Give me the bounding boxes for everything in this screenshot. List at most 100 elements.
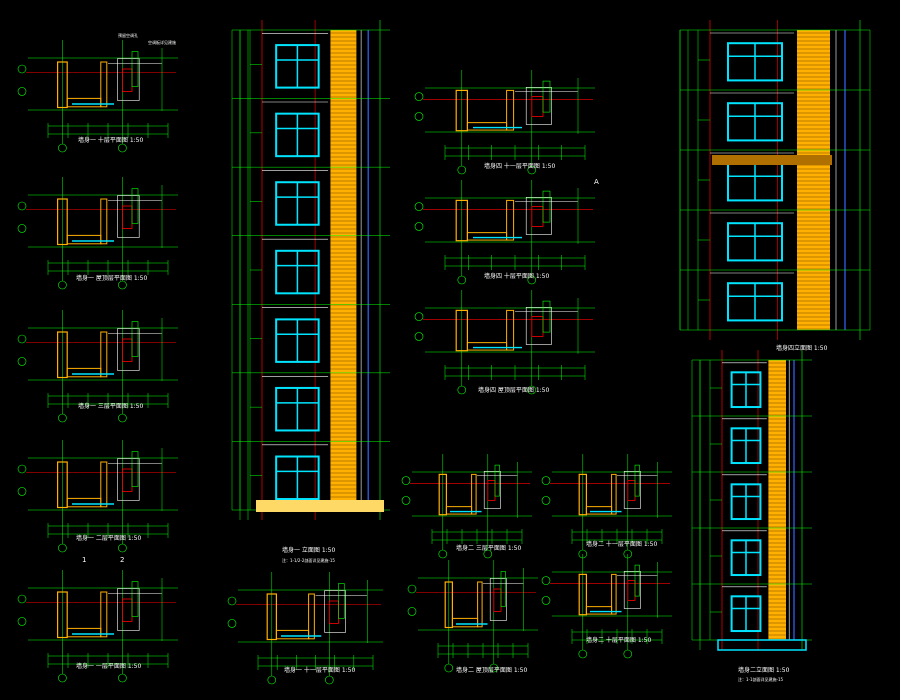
plan-center-5-wall-bottom	[585, 506, 613, 515]
plan-center-4-wall-left	[438, 473, 448, 516]
plan-bottom-mid-room	[324, 590, 346, 633]
plan-center-4-room	[483, 470, 501, 509]
plan-center-1-bubble-2	[414, 112, 424, 121]
plan-left-2-bubble-4	[118, 280, 127, 290]
plan-left-3-shaft	[131, 321, 139, 357]
plan-center-6-bubble-4	[489, 663, 499, 673]
plan-center-2-wall-left	[455, 199, 469, 242]
plan-left-3-bubble-4	[118, 413, 127, 423]
plan-bottom-mid-bubble-3	[267, 675, 277, 685]
plan-left-1-bubble-3	[58, 143, 67, 153]
plan-center-1-bubble-3	[457, 165, 467, 175]
plan-left-5-shaft	[131, 581, 139, 617]
plan-center-1-bubble-4	[527, 165, 537, 175]
plan-center-5-wall-left	[578, 473, 588, 516]
plan-center-2-room	[525, 197, 552, 235]
plan-center-6-bubble-1	[407, 584, 417, 594]
plan-left-5-bubble-3	[58, 673, 67, 683]
plan-left-1-wall-mid	[100, 61, 108, 108]
plan-center-5-bubble-1	[541, 476, 551, 485]
plan-bottom-mid-shaft	[338, 583, 345, 619]
plan-left-5-wall-bottom	[66, 627, 102, 638]
plan-left-5-wall-mid	[100, 591, 108, 638]
plan-left-1-shaft	[131, 51, 139, 87]
plan-left-2-bubble-1	[17, 201, 27, 211]
plan-center-1-bubble-1	[414, 92, 424, 101]
plan-left-1-room	[117, 58, 140, 101]
plan-left-1-bubble-4	[118, 143, 127, 153]
plan-bottom-mid-wall-left	[266, 593, 278, 641]
plan-left-2-bubble-2	[17, 224, 27, 233]
plan-center-6-wall-left	[444, 581, 454, 629]
plan-left-4-bubble-3	[58, 543, 67, 553]
plan-left-4-shaft	[131, 451, 139, 487]
elevation-mid-left-orange-column	[330, 30, 357, 510]
plan-center-7-bubble-4	[623, 649, 633, 659]
plan-center-7-wall-mid	[611, 573, 617, 615]
plan-center-2-wall-bottom	[466, 232, 508, 241]
plan-left-1-bubble-1	[17, 64, 27, 74]
plan-center-2-bubble-3	[457, 275, 467, 285]
plan-center-1-wall-left	[455, 89, 469, 132]
elevation-right-bottom-orange-column	[768, 360, 786, 640]
plan-center-4-wall-bottom	[445, 506, 473, 515]
plan-center-1-wall-mid	[506, 89, 515, 131]
plan-left-1-wall-left	[56, 61, 68, 109]
plan-left-4-room	[117, 458, 140, 501]
plan-left-2-room	[117, 195, 140, 238]
plan-left-3-room	[117, 328, 140, 371]
plan-center-3-bubble-3	[457, 385, 467, 395]
plan-center-3-wall-mid	[506, 309, 515, 351]
plan-left-4-bubble-1	[17, 464, 27, 474]
plan-center-6-shaft	[500, 571, 506, 607]
plan-left-4-wall-left	[56, 461, 68, 509]
plan-center-5-shaft	[634, 464, 640, 497]
plan-left-3-wall-mid	[100, 331, 108, 378]
plan-center-1-shaft	[542, 80, 551, 113]
plan-center-7-bubble-2	[541, 596, 551, 605]
plan-bottom-mid-bubble-2	[227, 619, 237, 628]
elevation-mid-left-base	[256, 500, 384, 512]
plan-bottom-mid-wall-bottom	[275, 629, 310, 640]
plan-center-4-shaft	[494, 464, 500, 497]
plan-center-4-bubble-2	[401, 496, 411, 505]
plan-left-5-bubble-2	[17, 617, 27, 626]
plan-center-1-room	[525, 87, 552, 125]
plan-center-6-wall-mid	[477, 581, 483, 628]
plan-bottom-mid-bubble-4	[324, 675, 334, 685]
plan-left-4-wall-bottom	[66, 497, 102, 508]
plan-center-7-room	[623, 570, 641, 609]
plan-center-2-bubble-1	[414, 202, 424, 211]
plan-bottom-mid-wall-mid	[308, 593, 315, 640]
plan-center-3-wall-bottom	[466, 342, 508, 351]
plan-left-2-wall-left	[56, 198, 68, 246]
plan-left-3-wall-bottom	[66, 367, 102, 378]
plan-center-4-bubble-3	[438, 549, 448, 559]
plan-center-5-bubble-2	[541, 496, 551, 505]
plan-left-3-bubble-1	[17, 334, 27, 344]
plan-left-4-wall-mid	[100, 461, 108, 508]
plan-center-2-shaft	[542, 190, 551, 223]
plan-left-2-wall-bottom	[66, 234, 102, 245]
plan-center-2-wall-mid	[506, 199, 515, 241]
plan-center-3-bubble-2	[414, 332, 424, 341]
plan-left-5-bubble-4	[118, 673, 127, 683]
plan-left-2-wall-mid	[100, 198, 108, 245]
plan-center-4-wall-mid	[471, 473, 477, 515]
elevation-right-top-orange-column	[797, 30, 830, 330]
plan-left-1-bubble-2	[17, 87, 27, 96]
plan-left-1-wall-bottom	[66, 97, 102, 108]
plan-center-5-room	[623, 470, 641, 509]
plan-center-7-wall-left	[578, 573, 588, 616]
plan-left-2-shaft	[131, 188, 139, 224]
plan-center-7-bubble-3	[578, 649, 588, 659]
plan-left-3-bubble-2	[17, 357, 27, 366]
plan-center-7-wall-bottom	[585, 606, 613, 615]
plan-left-4-bubble-4	[118, 543, 127, 553]
plan-center-6-wall-bottom	[451, 617, 479, 628]
elevation-right-top-band	[712, 155, 832, 165]
plan-center-4-bubble-4	[483, 549, 493, 559]
plan-center-3-bubble-4	[527, 385, 537, 395]
plan-bottom-mid-bubble-1	[227, 596, 237, 606]
